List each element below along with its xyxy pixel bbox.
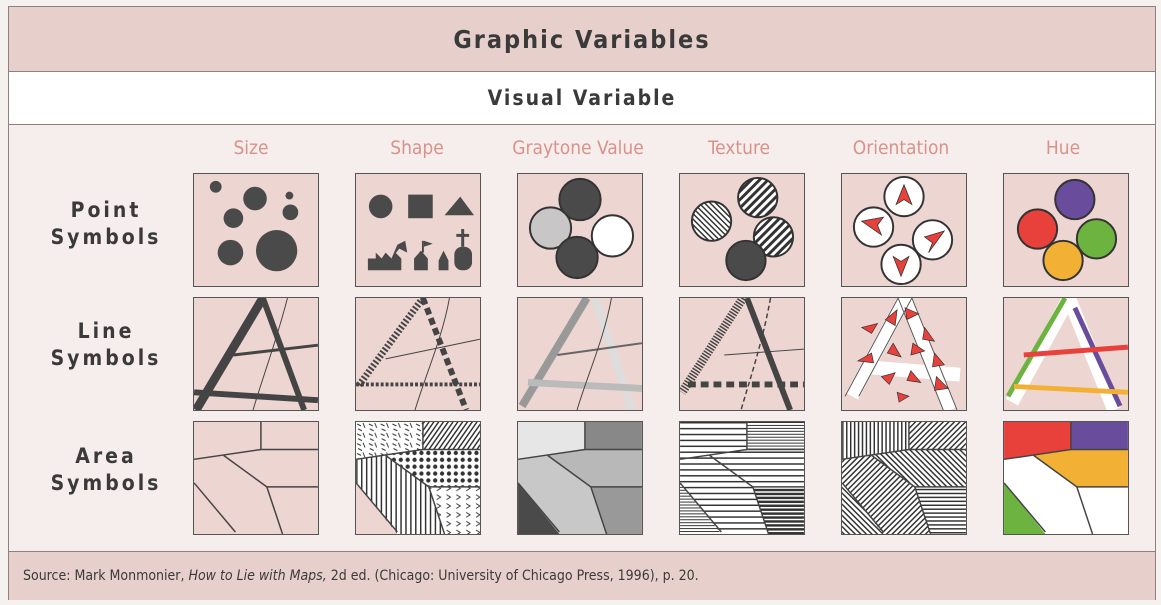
cell-area-graytone bbox=[517, 421, 643, 535]
column-label-size: Size bbox=[233, 137, 269, 159]
cell-point-size bbox=[193, 173, 319, 287]
column-label-texture: Texture bbox=[707, 137, 771, 159]
column-label-hue: Hue bbox=[1045, 137, 1081, 159]
cell-area-texture bbox=[679, 421, 805, 535]
title-bar: Graphic Variables bbox=[9, 7, 1155, 72]
variables-grid: Size Shape Graytone Value Texture Orient… bbox=[9, 125, 1155, 551]
cell-line-shape bbox=[355, 297, 481, 411]
cell-line-size bbox=[193, 297, 319, 411]
cell-point-texture bbox=[679, 173, 805, 287]
source-book-title: How to Lie with Maps, bbox=[188, 568, 327, 584]
graphic-variables-figure: Graphic Variables Visual Variable Size S… bbox=[8, 6, 1156, 600]
cell-area-size bbox=[193, 421, 319, 535]
cell-point-shape bbox=[355, 173, 481, 287]
cell-area-hue bbox=[1003, 421, 1129, 535]
cell-point-orientation bbox=[841, 173, 967, 287]
cell-line-hue bbox=[1003, 297, 1129, 411]
cell-area-orientation bbox=[841, 421, 967, 535]
cell-area-shape bbox=[355, 421, 481, 535]
figure-subtitle: Visual Variable bbox=[487, 86, 677, 110]
cell-line-graytone bbox=[517, 297, 643, 411]
column-label-orientation: Orientation bbox=[852, 137, 950, 159]
cell-line-orientation bbox=[841, 297, 967, 411]
cell-point-graytone bbox=[517, 173, 643, 287]
subtitle-bar: Visual Variable bbox=[9, 72, 1155, 125]
figure-title: Graphic Variables bbox=[453, 24, 711, 54]
column-label-graytone-value: Graytone Value bbox=[512, 137, 644, 159]
cell-point-hue bbox=[1003, 173, 1129, 287]
cell-line-texture bbox=[679, 297, 805, 411]
source-citation: Source: Mark Monmonier, How to Lie with … bbox=[23, 568, 699, 584]
source-bar: Source: Mark Monmonier, How to Lie with … bbox=[9, 551, 1155, 600]
column-label-shape: Shape bbox=[390, 137, 444, 159]
